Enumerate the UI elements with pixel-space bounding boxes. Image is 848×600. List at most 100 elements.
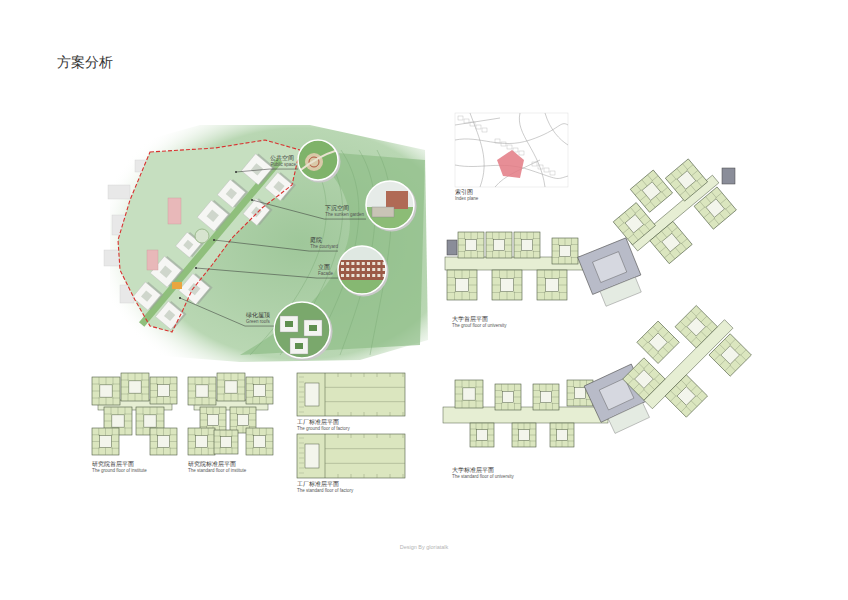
building-court (141, 290, 152, 301)
map-block (464, 119, 469, 123)
room-wall (495, 397, 502, 398)
bay-line (325, 463, 405, 464)
room-wall (237, 380, 245, 381)
room-wall (550, 435, 557, 436)
aerial-view (104, 125, 428, 362)
room-wall (266, 428, 267, 436)
courtyard (540, 391, 551, 402)
room-wall (214, 436, 221, 437)
module-outline (92, 377, 120, 405)
room-wall (231, 373, 232, 381)
courtyard (196, 385, 208, 397)
room-wall (691, 385, 697, 391)
room-wall (639, 229, 644, 235)
room-wall (259, 428, 260, 436)
room-wall (188, 434, 196, 435)
bubble-rim (298, 140, 338, 180)
window (341, 262, 344, 265)
room-wall (486, 245, 493, 246)
window (367, 262, 370, 265)
room-wall (495, 390, 502, 391)
room-wall (623, 228, 629, 233)
plan-module (552, 238, 578, 264)
room-wall (200, 420, 207, 421)
plan-module (675, 306, 717, 348)
room-wall (141, 394, 149, 395)
window (351, 274, 354, 277)
courtyard (100, 385, 112, 397)
room-wall (135, 393, 136, 401)
room-wall (681, 243, 686, 249)
module-outline (217, 373, 245, 401)
room-wall (112, 384, 120, 385)
module-outline (150, 428, 177, 455)
caption-chinese: 绿化屋顶 (246, 312, 270, 319)
room-wall (639, 214, 645, 219)
window (357, 268, 360, 271)
window (362, 274, 365, 277)
room-wall (696, 311, 702, 317)
room-wall (469, 270, 470, 278)
room-wall (567, 441, 574, 442)
room-wall (92, 434, 100, 435)
room-wall (643, 389, 649, 395)
room-wall (529, 429, 536, 430)
site-marker (497, 150, 524, 178)
room-wall (464, 251, 465, 258)
room-wall (709, 218, 715, 223)
plans (92, 113, 756, 478)
room-wall (647, 347, 653, 353)
room-wall (719, 213, 724, 219)
room-wall (170, 377, 171, 385)
module-outline (492, 270, 522, 300)
room-wall (635, 190, 641, 195)
room-wall (455, 387, 463, 388)
sunken-court (372, 207, 394, 217)
room-wall (237, 394, 245, 395)
courtyard (557, 430, 568, 441)
room-wall (552, 270, 553, 278)
room-wall (696, 391, 702, 397)
stair (299, 387, 304, 388)
room-wall (201, 428, 202, 436)
bubble-rim (338, 246, 386, 294)
map-block (538, 165, 543, 169)
courtyard (455, 278, 468, 291)
courtyard (677, 171, 696, 190)
room-wall (654, 378, 660, 384)
room-wall (514, 251, 521, 252)
leader-dot (235, 171, 237, 173)
map-block (513, 148, 518, 152)
landscape (110, 125, 428, 362)
room-wall (136, 414, 144, 415)
room-wall (546, 403, 547, 410)
room-wall (550, 429, 557, 430)
plan-caption: 大学首层平面The grouf floor of university (452, 316, 507, 329)
room-wall (735, 360, 741, 366)
room-wall (514, 292, 515, 300)
courtyard (254, 385, 266, 397)
room-wall (499, 270, 500, 278)
room-wall (706, 321, 712, 327)
pavilion (172, 282, 182, 289)
room-wall (544, 292, 545, 300)
room-wall (505, 251, 512, 252)
room-wall (512, 435, 519, 436)
plan-module (214, 430, 238, 454)
room-wall (112, 398, 120, 399)
room-wall (188, 448, 196, 449)
window (346, 268, 349, 271)
courtyard (100, 436, 112, 448)
module-outline (455, 380, 483, 408)
room-wall (136, 421, 144, 422)
room-wall (527, 232, 528, 239)
plan-caption: 大学标准层平面The standard floor of university (452, 467, 514, 480)
room-wall (252, 377, 253, 385)
room-wall (495, 403, 502, 404)
room-wall (458, 238, 465, 239)
room-wall (169, 397, 177, 398)
window (351, 262, 354, 265)
column-line (377, 412, 378, 416)
column-line (403, 474, 404, 478)
room-wall (512, 429, 519, 430)
